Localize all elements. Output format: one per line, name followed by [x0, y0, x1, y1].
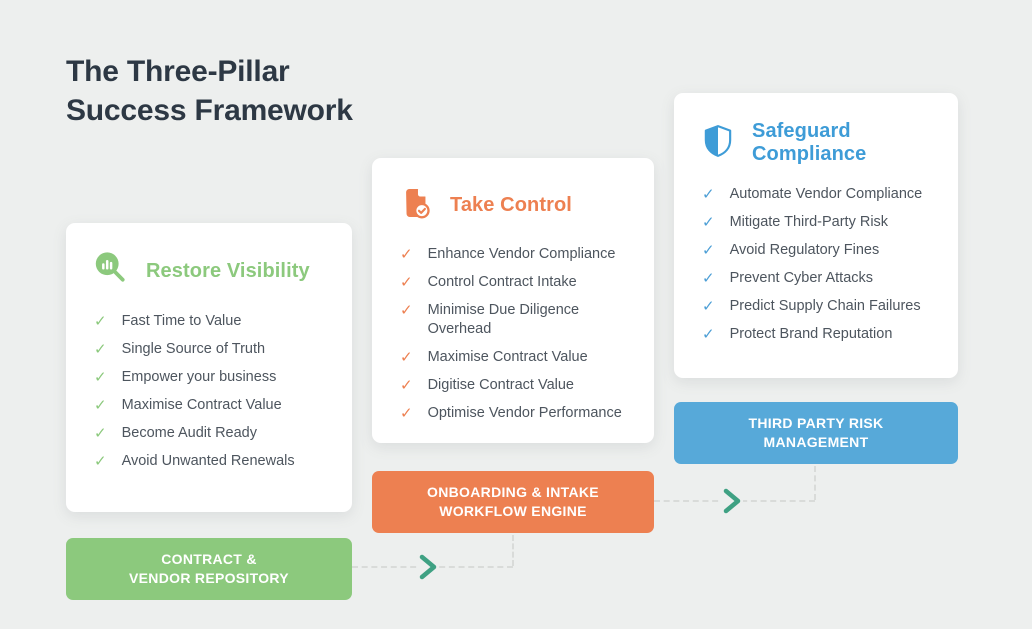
benefit-list: ✓ Enhance Vendor Compliance ✓ Control Cont… — [372, 245, 654, 423]
list-item-label: Digitise Contract Value — [427, 377, 574, 393]
pillar-card-take-control: Take Control ✓ Enhance Vendor Compliance … — [372, 158, 654, 443]
list-item-label: Mitigate Third-Party Risk — [729, 214, 889, 230]
list-item: ✓ Become Audit Ready — [94, 424, 334, 443]
check-icon: ✓ — [702, 186, 715, 203]
list-item: ✓ Automate Vendor Compliance — [702, 185, 940, 204]
list-item-label: Enhance Vendor Compliance — [427, 246, 616, 262]
check-icon: ✓ — [400, 377, 413, 394]
check-icon: ✓ — [400, 274, 413, 291]
flow-connector-2-vertical — [814, 466, 816, 500]
pillar-heading: Safeguard Compliance — [752, 120, 867, 165]
check-icon: ✓ — [94, 369, 107, 386]
page-title-line1: The Three-Pillar — [66, 55, 290, 88]
list-item-label: Single Source of Truth — [121, 341, 266, 357]
check-icon: ✓ — [400, 246, 413, 263]
list-item: ✓ Maximise Contract Value — [400, 348, 636, 367]
list-item-label: Maximise Contract Value — [427, 349, 588, 365]
check-icon: ✓ — [94, 397, 107, 414]
flow-connector-1-vertical — [512, 535, 514, 566]
check-icon: ✓ — [94, 425, 107, 442]
list-item-label: Avoid Unwanted Renewals — [121, 453, 295, 469]
list-item: ✓ Prevent Cyber Attacks — [702, 269, 940, 288]
check-icon: ✓ — [702, 270, 715, 287]
list-item: ✓ Protect Brand Reputation — [702, 325, 940, 344]
list-item-label: Predict Supply Chain Failures — [729, 298, 921, 314]
list-item: ✓ Avoid Regulatory Fines — [702, 241, 940, 260]
chevron-right-icon — [415, 553, 441, 586]
list-item-label: Empower your business — [121, 369, 277, 385]
banner-onboarding-intake-workflow-engine: ONBOARDING & INTAKE WORKFLOW ENGINE — [372, 471, 654, 533]
check-icon: ✓ — [400, 302, 413, 319]
check-icon: ✓ — [400, 405, 413, 422]
benefit-list: ✓ Fast Time to Value ✓ Single Source of Tr… — [66, 312, 352, 471]
pillar-heading: Take Control — [450, 194, 572, 216]
check-icon: ✓ — [94, 341, 107, 358]
list-item-label: Control Contract Intake — [427, 274, 577, 290]
page-title-line2: Success Framework — [66, 94, 353, 127]
check-icon: ✓ — [702, 298, 715, 315]
banner-contract-vendor-repository: CONTRACT & VENDOR REPOSITORY — [66, 538, 352, 600]
list-item-label: Avoid Regulatory Fines — [729, 242, 880, 258]
list-item-label: Maximise Contract Value — [121, 397, 282, 413]
pillar-card-safeguard-compliance: Safeguard Compliance ✓ Automate Vendor Co… — [674, 93, 958, 378]
list-item: ✓ Minimise Due Diligence Overhead — [400, 301, 636, 339]
list-item: ✓ Single Source of Truth — [94, 340, 334, 359]
check-icon: ✓ — [702, 242, 715, 259]
list-item: ✓ Mitigate Third-Party Risk — [702, 213, 940, 232]
list-item-label: Fast Time to Value — [121, 313, 242, 329]
list-item: ✓ Maximise Contract Value — [94, 396, 334, 415]
list-item: ✓ Digitise Contract Value — [400, 376, 636, 395]
card-header: Safeguard Compliance — [674, 93, 958, 166]
check-icon: ✓ — [702, 214, 715, 231]
pillar-card-restore-visibility: Restore Visibility ✓ Fast Time to Value ✓… — [66, 223, 352, 512]
list-item: ✓ Predict Supply Chain Failures — [702, 297, 940, 316]
list-item-label: Automate Vendor Compliance — [729, 186, 923, 202]
benefit-list: ✓ Automate Vendor Compliance ✓ Mitigate Th… — [674, 185, 958, 344]
list-item-label: Become Audit Ready — [121, 425, 257, 441]
check-icon: ✓ — [94, 313, 107, 330]
magnifier-chart-icon — [92, 250, 130, 293]
list-item-label: Protect Brand Reputation — [729, 326, 893, 342]
card-header: Take Control — [372, 158, 654, 226]
list-item: ✓ Empower your business — [94, 368, 334, 387]
pillar-heading: Restore Visibility — [146, 260, 310, 282]
list-item: ✓ Enhance Vendor Compliance — [400, 245, 636, 264]
list-item: ✓ Control Contract Intake — [400, 273, 636, 292]
list-item-label: Prevent Cyber Attacks — [729, 270, 874, 286]
list-item: ✓ Fast Time to Value — [94, 312, 334, 331]
shield-icon — [700, 123, 736, 164]
check-icon: ✓ — [94, 453, 107, 470]
chevron-right-icon — [719, 487, 745, 520]
list-item: ✓ Optimise Vendor Performance — [400, 404, 636, 423]
document-check-icon — [398, 185, 434, 226]
card-header: Restore Visibility — [66, 223, 352, 293]
list-item-label: Optimise Vendor Performance — [427, 405, 622, 421]
banner-third-party-risk-management: THIRD PARTY RISK MANAGEMENT — [674, 402, 958, 464]
list-item-label: Minimise Due Diligence Overhead — [427, 302, 580, 337]
list-item: ✓ Avoid Unwanted Renewals — [94, 452, 334, 471]
check-icon: ✓ — [400, 349, 413, 366]
check-icon: ✓ — [702, 326, 715, 343]
